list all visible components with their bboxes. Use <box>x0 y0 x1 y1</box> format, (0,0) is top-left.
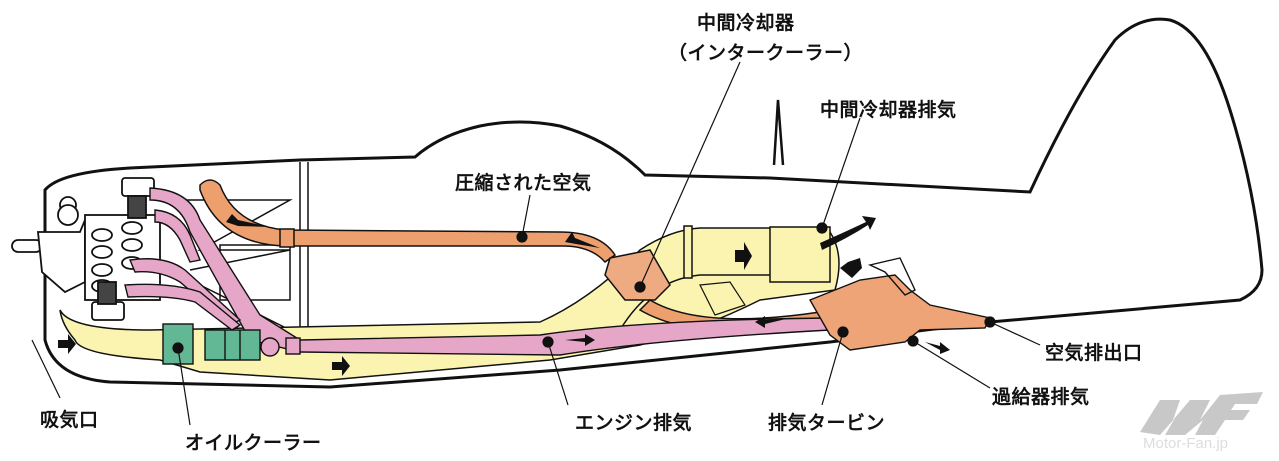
label-intercooler-exhaust: 中間冷却器排気 <box>820 99 957 121</box>
engine <box>11 177 161 321</box>
fuselage-outline <box>43 17 1264 389</box>
flow-arrows <box>58 214 950 376</box>
label-supercharger-exhaust: 過給器排気 <box>992 386 1090 408</box>
leader-lines <box>31 61 1041 426</box>
bellows-hose <box>699 281 746 316</box>
label-air-intake: 吸気口 <box>40 409 99 431</box>
antenna-mast <box>772 99 785 166</box>
logo-text: Motor-Fan.jp <box>1143 435 1229 452</box>
label-oil-cooler: オイルクーラー <box>185 432 322 454</box>
label-intercooler: 中間冷却器 <box>697 12 795 34</box>
label-compressed-air: 圧縮された空気 <box>455 172 592 194</box>
label-air-outlet: 空気排出口 <box>1045 342 1143 364</box>
label-exhaust-turbine: 排気タービン <box>768 412 886 434</box>
label-engine-exhaust: エンジン排気 <box>575 412 693 434</box>
label-intercooler-sub: （インタークーラー） <box>668 42 864 64</box>
motorfan-logo <box>1140 392 1263 435</box>
